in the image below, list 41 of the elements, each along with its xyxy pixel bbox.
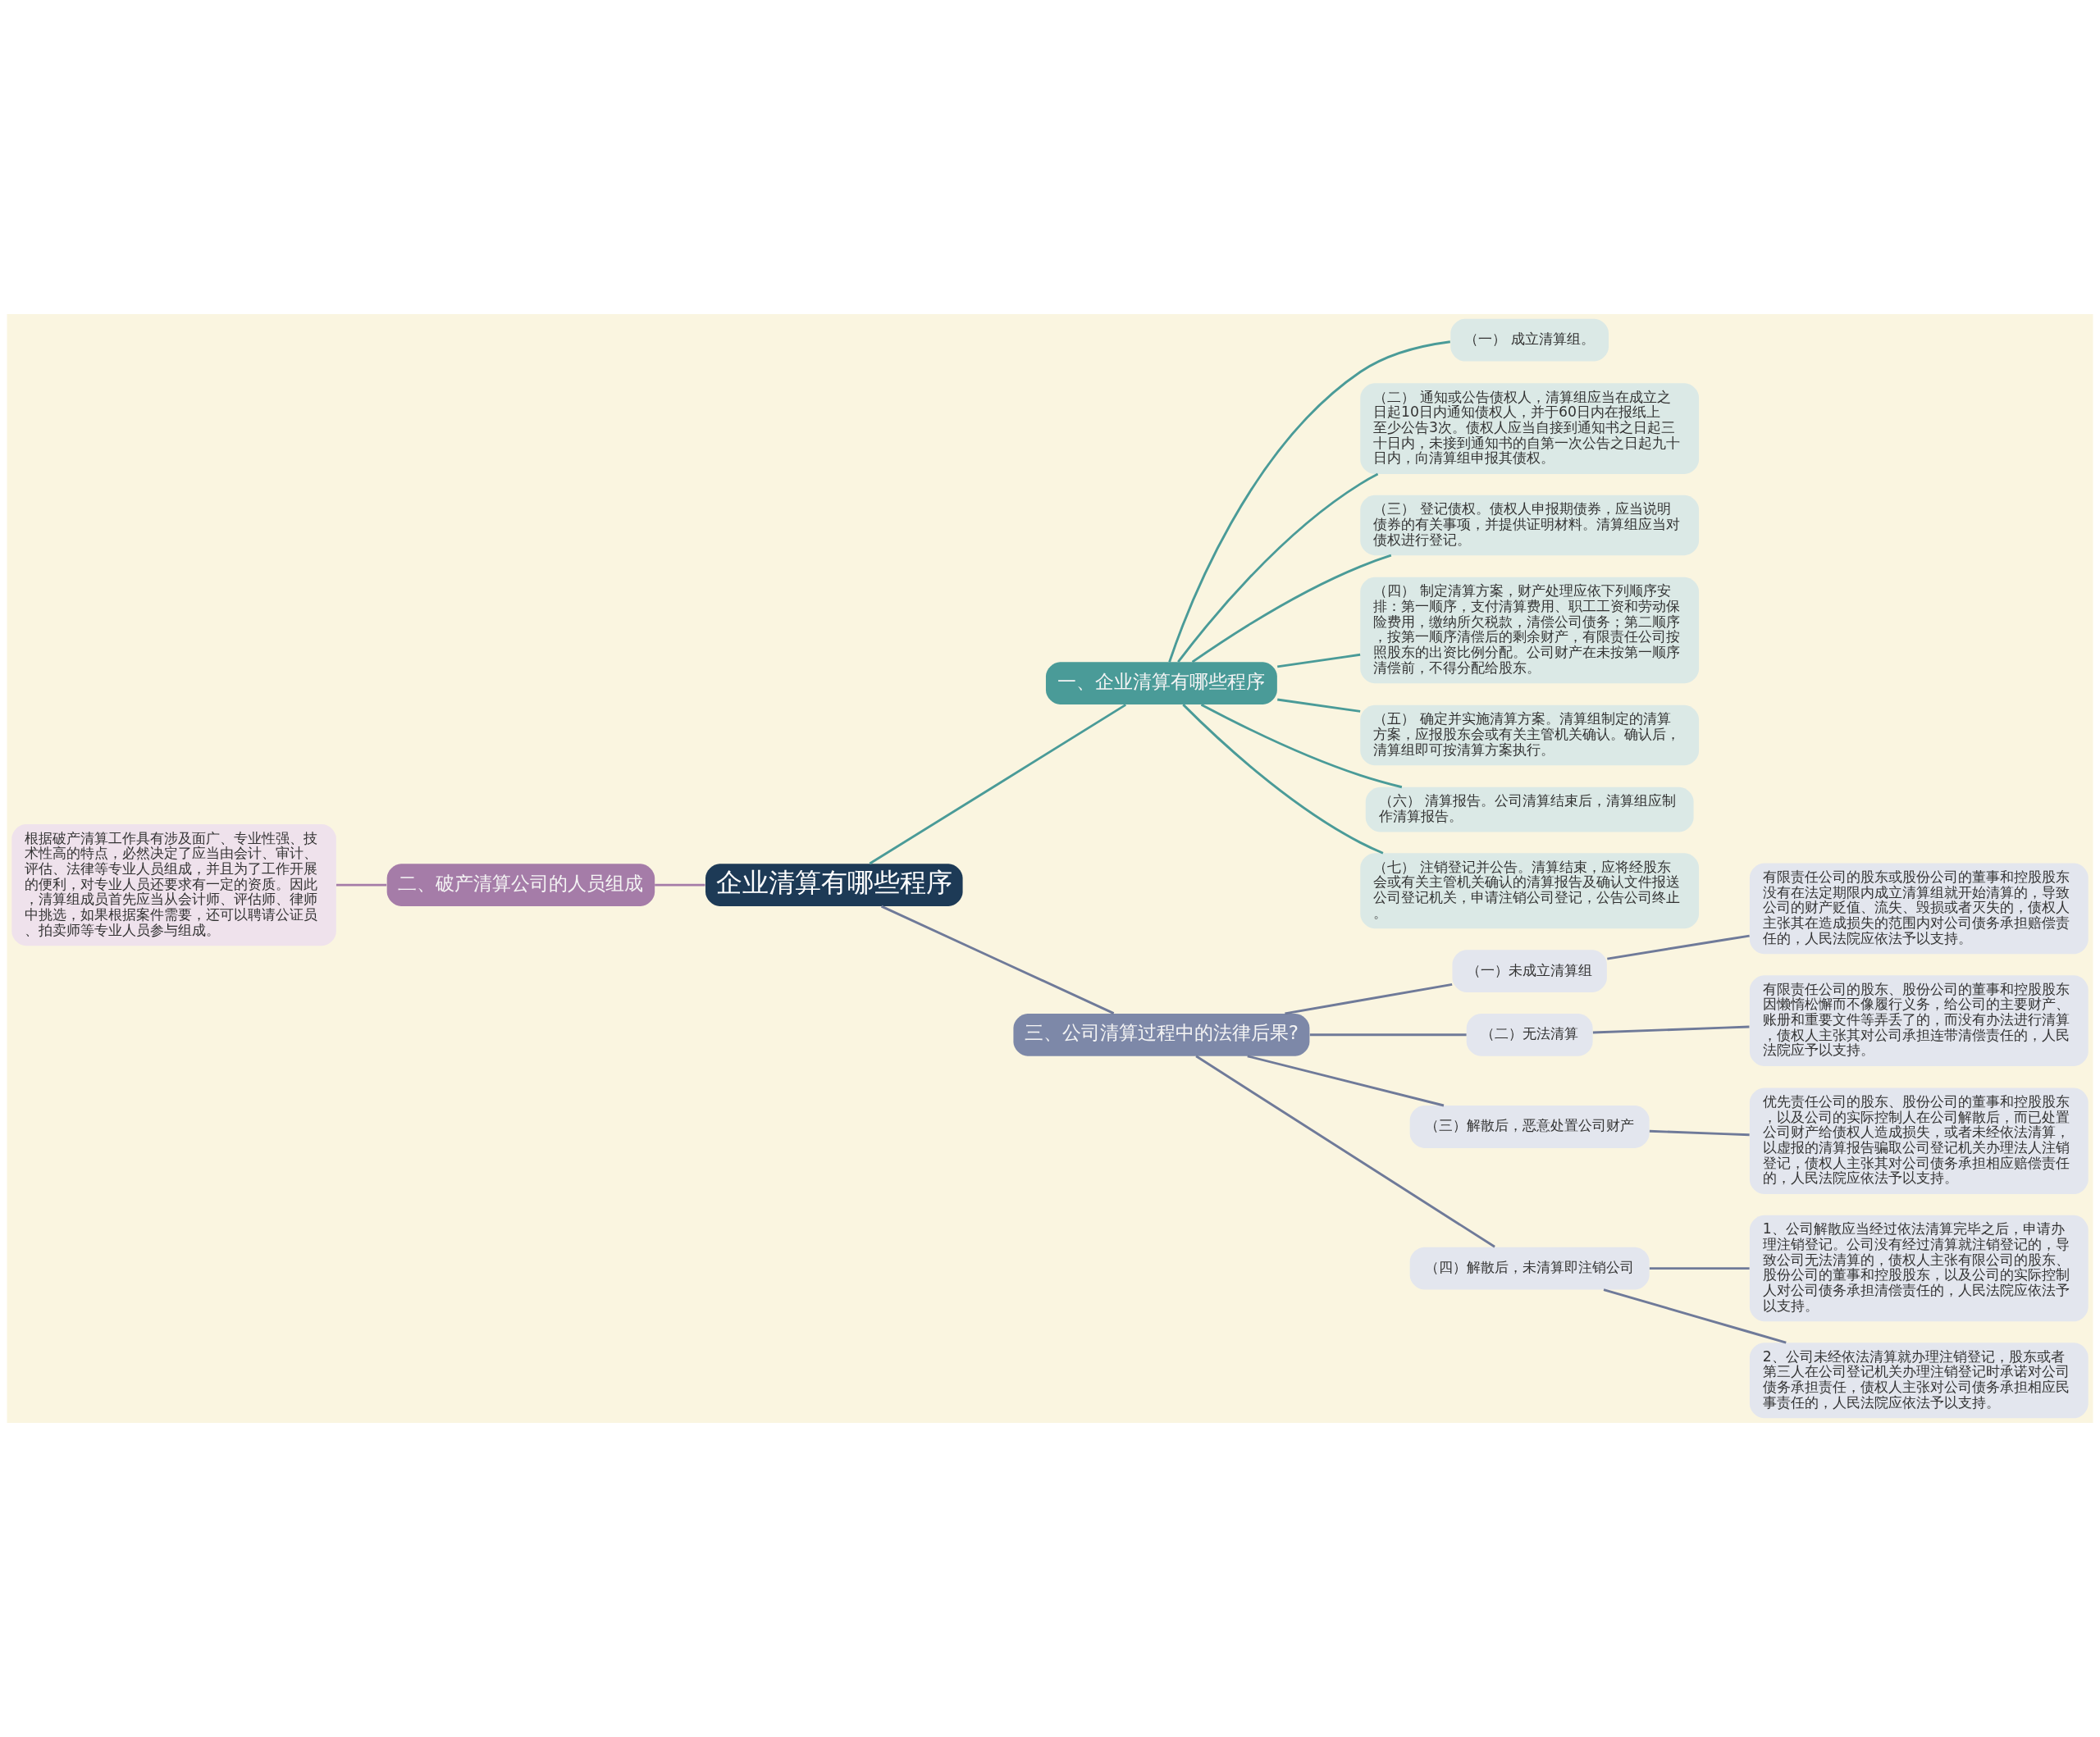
- connector: [1592, 1025, 1750, 1034]
- connector: [1182, 704, 1384, 855]
- node-box: 有限责任公司的股东或股份公司的董事和控股股东没有在法定期限内成立清算组就开始清算的，导致公司的财产贬值、流失、毁损或者灭失的，债权人主张其在造成损失的范围内对公司债务承担赔偿责任的，人民法院应依法予以支持。: [1749, 863, 2089, 955]
- connector: [1607, 934, 1750, 960]
- connector: [336, 883, 387, 887]
- node-box: （四） 制定清算方案，财产处理应依下列顺序安排：第一顺序，支付清算费用、职工工资和劳动保险费用，缴纳所欠税款，清偿公司债务；第二顺序，按第一顺序清偿后的剩余财产，有限责任公司按照股东的出资比例分配。公司财产在未按第一顺序清偿前，不得分配给股东。: [1360, 577, 1700, 684]
- node-box: 根据破产清算工作具有涉及面广、专业性强、技术性高的特点，必然决定了应当由会计、审计、评估、法律等专业人员组成，并且为了工作开展的便利，对专业人员还要求有一定的资质。因此，清算组成员首先应当从会计师、评估师、律师中挑选，如果根据案件需要，还可以聘请公证员、拍卖师等专业人员参与组成。: [11, 824, 336, 946]
- node-box: （二）无法清算: [1466, 1013, 1593, 1056]
- connector: [1649, 1267, 1750, 1270]
- node-box: （二） 通知或公告债权人，清算组应当在成立之日起10日内通知债权人，并于60日内在报纸上至少公告3次。债权人应当自接到通知书之日起三十日内，未接到通知书的自第一次公告之日起九十日内，向清算组申报其债权。: [1360, 383, 1700, 474]
- node-box: （一） 成立清算组。: [1450, 318, 1609, 362]
- connector: [1277, 653, 1361, 668]
- connector: [1177, 472, 1379, 663]
- node-box: （三） 登记债权。债权人申报期债券，应当说明债券的有关事项，并提供证明材料。清算组应当对债权进行登记。: [1360, 495, 1700, 556]
- connector: [1191, 554, 1392, 663]
- connector: [1285, 982, 1453, 1015]
- connector: [1247, 1055, 1445, 1107]
- connector: [1277, 698, 1361, 713]
- node-box: 2、公司未经依法清算就办理注销登记，股东或者第三人在公司登记机关办理注销登记时承诺对公司债务承担责任，债权人主张对公司债务承担相应民事责任的，人民法院应依法予以支持。: [1749, 1343, 2089, 1419]
- connector: [880, 905, 1115, 1014]
- node-box: 1、公司解散应当经过依法清算完毕之后，申请办理注销登记。公司没有经过清算就注销登记的，导致公司无法清算的，债权人主张有限公司的股东、股份公司的董事和控股股东，以及公司的实际控制人对公司债务承担清偿责任的，人民法院应依法予以支持。: [1749, 1215, 2089, 1322]
- connector: [1649, 1129, 1750, 1137]
- connector: [655, 883, 705, 887]
- connector: [1195, 1055, 1495, 1248]
- node-box: （七） 注销登记并公告。清算结束，应将经股东会或有关主管机关确认的清算报告及确认文件报送公司登记机关，申请注销公司登记，公告公司终止。: [1360, 853, 1700, 929]
- node-box: （六） 清算报告。公司清算结束后，清算组应制作清算报告。: [1365, 786, 1694, 832]
- node-box: （一）未成立清算组: [1452, 950, 1607, 992]
- node-box: 三、公司清算过程中的法律后果?: [1013, 1013, 1310, 1056]
- node-box: 有限责任公司的股东、股份公司的董事和控股股东因懒惰松懈而不像履行义务，给公司的主要财产、账册和重要文件等弄丢了的，而没有办法进行清算，债权人主张其对公司承担连带清偿责任的，人民法院应予以支持。: [1749, 975, 2089, 1066]
- node-box: （五） 确定并实施清算方案。清算组制定的清算方案，应报股东会或有关主管机关确认。确认后，清算组即可按清算方案执行。: [1360, 704, 1700, 766]
- node-box: 企业清算有哪些程序: [705, 864, 963, 907]
- node-box: 二、破产清算公司的人员组成: [386, 864, 655, 907]
- connector: [1200, 703, 1403, 789]
- node-box: 一、企业清算有哪些程序: [1045, 662, 1277, 705]
- node-box: 优先责任公司的股东、股份公司的董事和控股股东，以及公司的实际控制人在公司解散后，而已处置公司财产给债权人造成损失，或者未经依法清算，以虚报的清算报告骗取公司登记机关办理法人注销登记，债权人主张其对公司债务承担相应赔偿责任的，人民法院应依法予以支持。: [1749, 1087, 2089, 1194]
- connector: [1603, 1288, 1787, 1344]
- connector: [869, 704, 1127, 865]
- connector: [1168, 340, 1451, 663]
- node-box: （四）解散后，未清算即注销公司: [1409, 1247, 1650, 1290]
- node-box: （三）解散后，恶意处置公司财产: [1409, 1106, 1650, 1148]
- connector: [1309, 1033, 1467, 1037]
